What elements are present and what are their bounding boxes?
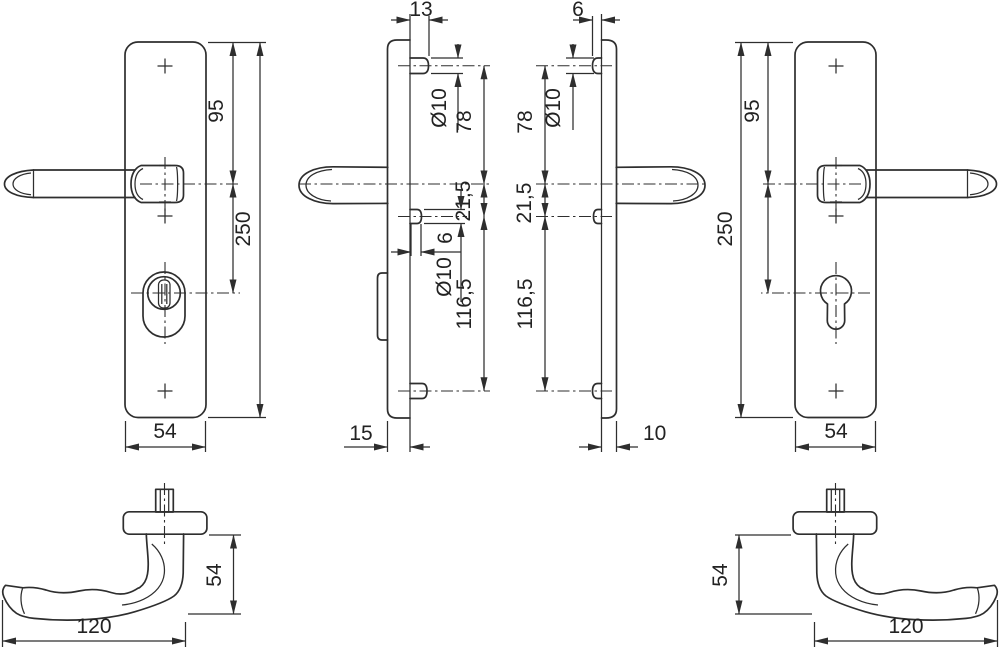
lever-handle-top-view [1, 483, 208, 621]
dim-label-116-5-right: 116,5 [514, 279, 537, 330]
top-fixing-bolt [591, 57, 603, 75]
dim-label-6-right: 6 [572, 0, 584, 21]
dim-label-21-5-left: 21,5 [452, 181, 475, 222]
dim-label-78-left: 78 [453, 110, 476, 133]
handle-neck [130, 164, 185, 204]
dim-label-15: 15 [349, 422, 372, 445]
dimensions-right-side: 6 Ø10 78 21,5 116,5 10 [513, 0, 666, 452]
dim-label-120-handle-left: 120 [76, 615, 111, 638]
dim-label-250-left: 250 [232, 211, 255, 246]
dimensions-right-handle: 54 120 [709, 534, 999, 647]
dimensions-left-side: 13 Ø10 78 21,5 116,5 6 Ø10 15 [344, 0, 488, 452]
dimensions-left-handle: 54 120 [1, 534, 241, 647]
plate-profile [386, 39, 411, 419]
dim-label-54-right: 54 [824, 420, 848, 443]
rosette [122, 510, 208, 536]
fixing-point-crosses [157, 58, 173, 399]
plate-profile [600, 39, 618, 419]
dim-label-10: 10 [643, 422, 666, 445]
key-slot [157, 279, 171, 309]
bottom-fixing-bolt [591, 382, 603, 400]
lever-handle-front [3, 164, 185, 204]
dim-label-250-right: 250 [714, 211, 737, 246]
euro-profile-keyhole [819, 274, 853, 331]
dimensions-right-plate: 95 250 54 [714, 41, 877, 452]
spindle-boss [592, 208, 603, 225]
cylinder-core [146, 275, 182, 311]
dim-label-95-left: 95 [205, 99, 228, 122]
dim-label-54-handle-right: 54 [709, 563, 732, 587]
oval-cylinder-escutcheon [142, 271, 186, 338]
dim-label-116-5-left: 116,5 [453, 279, 476, 330]
dim-label-d10-mid-left: Ø10 [433, 257, 456, 297]
dim-label-78-right: 78 [514, 110, 537, 133]
cylinder-cover-profile [376, 272, 389, 341]
plate-front-view-base [3, 41, 240, 419]
dim-label-120-handle-right: 120 [888, 615, 923, 638]
backplate-outline [124, 41, 207, 419]
right-plate-front-view [760, 41, 998, 419]
lever-handle-profile [298, 165, 389, 205]
dim-label-d10-top-left: Ø10 [428, 88, 451, 128]
dim-label-21-5-right: 21,5 [513, 183, 536, 224]
dim-label-54-left: 54 [153, 420, 177, 443]
dimensions-left-plate: 95 250 54 [124, 41, 266, 452]
handle-end-cap [3, 169, 35, 199]
left-plate-side-view [298, 14, 490, 452]
lever-grip-outline [1, 533, 185, 621]
dim-label-6-left: 6 [434, 232, 457, 244]
dim-label-95-right: 95 [741, 99, 764, 122]
lever-handle-top-view-mirrored [792, 482, 999, 621]
dim-label-54-handle-left: 54 [203, 563, 226, 587]
right-plate-side-view [536, 14, 706, 452]
dim-label-13: 13 [409, 0, 432, 21]
